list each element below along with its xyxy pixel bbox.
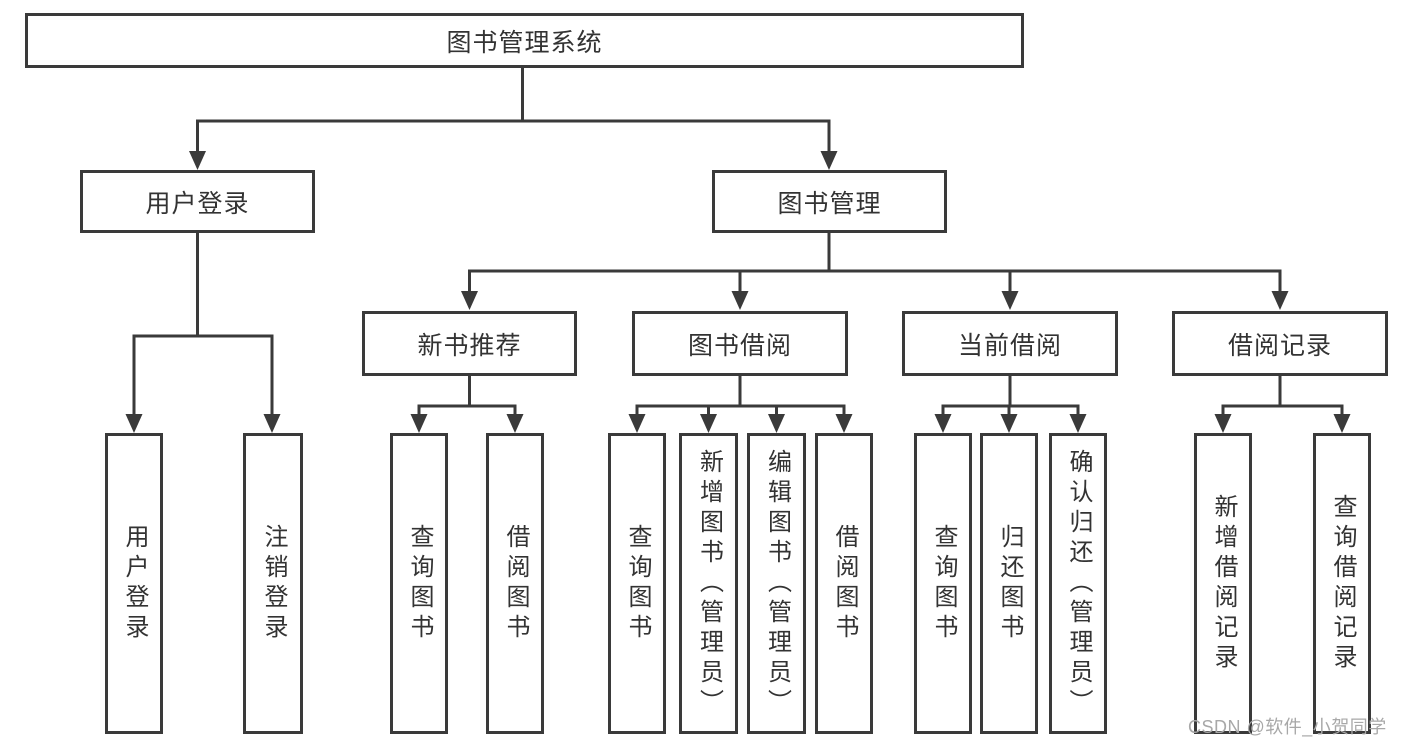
leaf-query-borrow-record-label: 查询借阅记录 (1329, 493, 1356, 674)
leaf-confirm-return-admin: 确认归还（管理员） (1049, 433, 1107, 734)
node-current-borrow: 当前借阅 (902, 311, 1118, 376)
node-borrow-record-label: 借阅记录 (1227, 331, 1332, 360)
leaf-user-login-label: 用户登录 (121, 523, 148, 644)
leaf-user-login: 用户登录 (105, 433, 163, 734)
node-current-borrow-label: 当前借阅 (957, 331, 1062, 360)
leaf-borrow-book-label: 借阅图书 (831, 523, 858, 644)
leaf-add-book-admin-label: 新增图书（管理员） (695, 448, 723, 719)
leaf-query-book-current: 查询图书 (914, 433, 972, 734)
node-borrow-record: 借阅记录 (1172, 311, 1388, 376)
node-user-login: 用户登录 (80, 170, 315, 233)
node-book-management-label: 图书管理 (777, 189, 882, 218)
node-book-management: 图书管理 (712, 170, 947, 233)
node-new-book-recommend-label: 新书推荐 (417, 331, 522, 360)
leaf-logout-label: 注销登录 (260, 523, 287, 644)
leaf-query-book-newbook-label: 查询图书 (406, 523, 433, 644)
leaf-confirm-return-admin-label: 确认归还（管理员） (1065, 448, 1092, 719)
leaf-query-book-borrow: 查询图书 (608, 433, 666, 734)
node-root: 图书管理系统 (25, 13, 1024, 68)
leaf-query-book-borrow-label: 查询图书 (624, 523, 651, 644)
leaf-logout: 注销登录 (243, 433, 303, 734)
leaf-borrow-book-newbook-label: 借阅图书 (502, 523, 529, 644)
node-new-book-recommend: 新书推荐 (362, 311, 577, 376)
csdn-watermark: CSDN @软件_小贺同学 (1188, 717, 1387, 737)
node-book-borrow-label: 图书借阅 (687, 331, 792, 360)
leaf-borrow-book: 借阅图书 (815, 433, 873, 734)
leaf-query-borrow-record: 查询借阅记录 (1313, 433, 1371, 734)
node-book-borrow: 图书借阅 (632, 311, 848, 376)
leaf-return-book-label: 归还图书 (996, 523, 1023, 644)
leaf-query-book-current-label: 查询图书 (930, 523, 957, 644)
leaf-return-book: 归还图书 (980, 433, 1038, 734)
leaf-query-book-newbook: 查询图书 (390, 433, 448, 734)
leaf-add-borrow-record-label: 新增借阅记录 (1210, 493, 1237, 674)
leaf-add-borrow-record: 新增借阅记录 (1194, 433, 1252, 734)
leaf-add-book-admin: 新增图书（管理员） (679, 433, 738, 734)
node-root-label: 图书管理系统 (446, 28, 603, 57)
leaf-borrow-book-newbook: 借阅图书 (486, 433, 544, 734)
leaf-edit-book-admin: 编辑图书（管理员） (747, 433, 806, 734)
leaf-edit-book-admin-label: 编辑图书（管理员） (763, 448, 791, 719)
node-user-login-label: 用户登录 (145, 189, 250, 218)
